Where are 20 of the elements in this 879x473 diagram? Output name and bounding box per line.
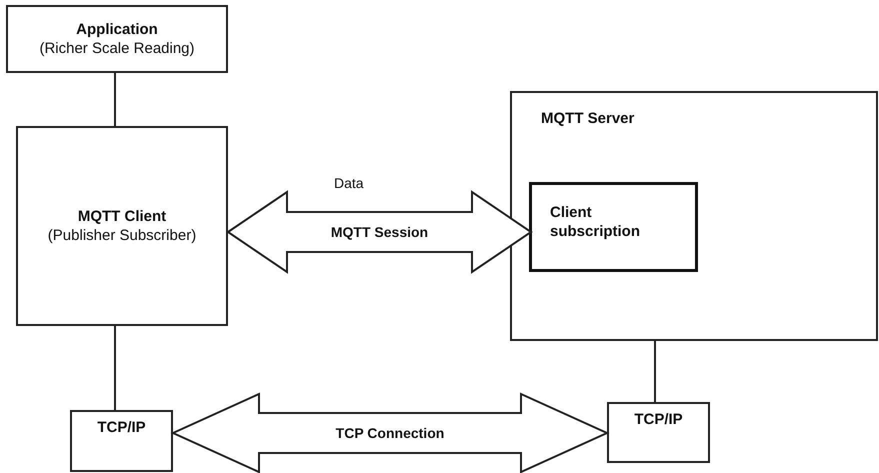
node-title: MQTT Client <box>78 207 166 226</box>
subscription-box <box>529 182 698 272</box>
node-title: Client subscription <box>550 203 642 241</box>
node-title: MQTT Server <box>541 109 634 128</box>
node-subtitle: (Publisher Subscriber) <box>48 226 196 245</box>
block-arrow <box>170 392 610 473</box>
node-title: TCP/IP <box>634 410 683 429</box>
server-container <box>510 91 878 341</box>
protocol-box <box>70 410 173 472</box>
block-arrow <box>226 190 533 274</box>
connector-line <box>114 326 116 410</box>
node-subtitle: (Richer Scale Reading) <box>39 39 195 58</box>
node-title: TCP/IP <box>97 418 146 437</box>
connector-line <box>654 341 656 402</box>
protocol-box <box>607 402 710 463</box>
data-label: Data <box>334 176 364 190</box>
connector-line <box>114 73 116 126</box>
application-box <box>6 5 228 73</box>
client-box <box>16 126 228 326</box>
node-title: Application <box>76 20 158 39</box>
